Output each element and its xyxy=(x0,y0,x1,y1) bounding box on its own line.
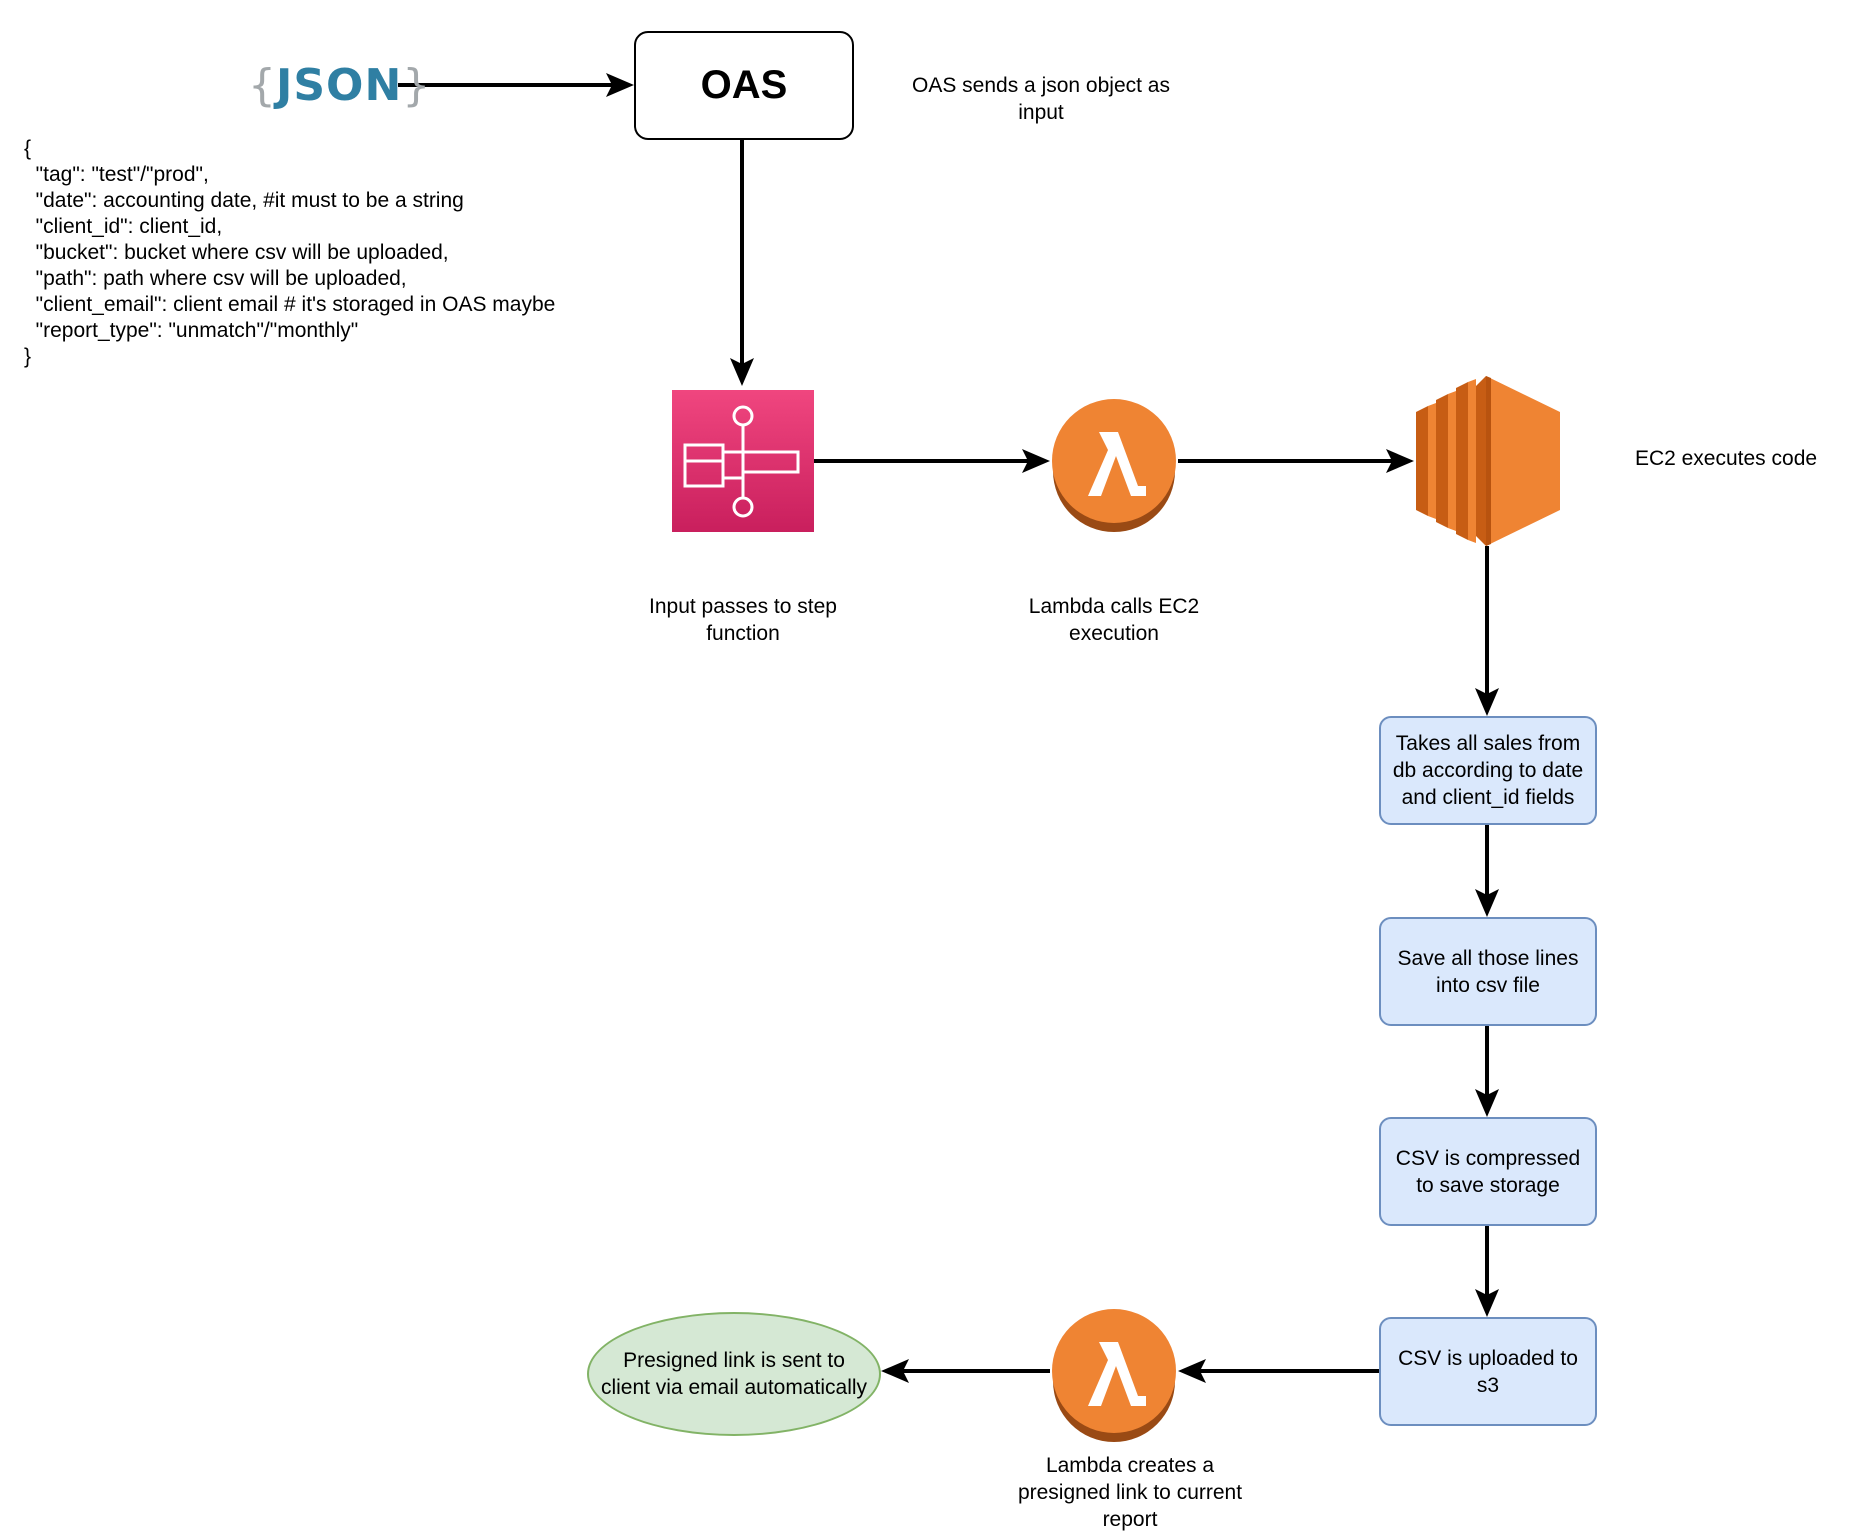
edge-json-to-oas xyxy=(398,73,634,97)
json-logo-close-brace: } xyxy=(402,60,431,111)
json-input-schema: { "tag": "test"/"prod", "date": accounti… xyxy=(24,136,555,370)
json-schema-line: "client_id": client_id, xyxy=(24,215,223,238)
step-functions-icon xyxy=(672,390,814,532)
json-logo-word: JSON xyxy=(276,60,403,111)
json-schema-line: "bucket": bucket where csv will be uploa… xyxy=(24,241,449,264)
json-schema-line: "report_type": "unmatch"/"monthly" xyxy=(24,319,359,342)
edge-compress-to-upload xyxy=(1475,1226,1499,1317)
json-logo: {JSON} xyxy=(248,56,430,116)
oas-node: OAS xyxy=(634,31,854,140)
lambda-icon xyxy=(1052,399,1176,532)
json-schema-line: } xyxy=(24,345,32,368)
json-schema-line: { xyxy=(24,137,32,160)
step-take-sales: Takes all sales from db according to dat… xyxy=(1379,716,1597,825)
json-schema-line: "path": path where csv will be uploaded, xyxy=(24,267,407,290)
step-upload-s3: CSV is uploaded to s3 xyxy=(1379,1317,1597,1426)
presigned-link-sent-node: Presigned link is sent to client via ema… xyxy=(587,1312,881,1436)
edge-lambda-to-ec2 xyxy=(1178,449,1414,473)
json-schema-line: "client_email": client email # it's stor… xyxy=(24,293,556,316)
step-function-label: Input passes to step function xyxy=(649,595,837,645)
lambda-icon-bottom xyxy=(1052,1309,1176,1442)
edge-ec2-to-sales xyxy=(1475,546,1499,716)
json-logo-open-brace: { xyxy=(248,60,276,111)
lambda-calls-ec2-label: Lambda calls EC2 execution xyxy=(1028,595,1200,645)
step-compress-csv: CSV is compressed to save storage xyxy=(1379,1117,1597,1226)
edge-sales-to-save xyxy=(1475,825,1499,917)
json-schema-line: "tag": "test"/"prod", xyxy=(24,163,209,186)
lambda-presigned-label: Lambda creates a presigned link to curre… xyxy=(1017,1454,1243,1531)
edge-step-function-to-lambda xyxy=(814,449,1050,473)
ec2-label: EC2 executes code xyxy=(1634,447,1818,470)
edge-save-to-compress xyxy=(1475,1026,1499,1117)
edge-oas-to-step-function xyxy=(730,140,754,386)
edge-lambda-to-presigned xyxy=(881,1359,1050,1383)
json-schema-line: "date": accounting date, #it must to be … xyxy=(24,189,464,212)
oas-note-label: OAS sends a json object as input xyxy=(912,74,1170,124)
edge-upload-to-lambda xyxy=(1178,1359,1379,1383)
ec2-icon xyxy=(1416,376,1560,546)
step-save-csv: Save all those lines into csv file xyxy=(1379,917,1597,1026)
